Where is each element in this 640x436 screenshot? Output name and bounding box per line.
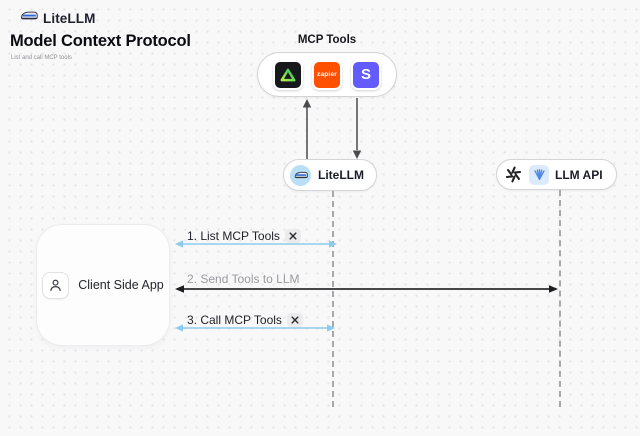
zapier-icon: zapier — [312, 59, 342, 90]
mcp-tools-label: MCP Tools — [297, 34, 357, 46]
llm-api-lifeline — [559, 190, 561, 407]
stripe-icon: S — [351, 59, 381, 90]
litellm-lifeline — [332, 191, 334, 407]
page-subtitle: List and call MCP tools — [11, 55, 72, 61]
person-icon — [42, 271, 70, 299]
mcp-tools-node: zapier S — [257, 52, 397, 97]
page-title: Model Context Protocol — [10, 32, 191, 50]
tools-icon — [286, 313, 303, 327]
openai-icon — [504, 165, 523, 184]
arrow-up-to-mcp — [302, 99, 312, 159]
triangle-app-icon — [273, 59, 303, 90]
stripe-letter: S — [360, 66, 371, 83]
message-2-arrow — [175, 285, 558, 293]
tools-icon — [284, 229, 301, 243]
message-2-label: 2. Send Tools to LLM — [187, 272, 300, 286]
arrow-down-to-litellm — [352, 98, 362, 159]
message-3-arrow — [175, 324, 335, 332]
brand: LiteLLM — [20, 9, 95, 27]
message-1-arrow — [175, 240, 337, 248]
litellm-train-icon — [290, 164, 311, 186]
message-3-text: 3. Call MCP Tools — [187, 313, 282, 327]
client-side-app-node: Client Side App — [36, 224, 170, 346]
llm-api-node-label: LLM API — [555, 167, 603, 182]
message-3-label: 3. Call MCP Tools — [187, 313, 303, 327]
message-1-label: 1. List MCP Tools — [187, 229, 301, 243]
litellm-node-label: LiteLLM — [318, 168, 364, 182]
client-side-app-label: Client Side App — [78, 278, 164, 292]
llm-provider-icon — [529, 164, 549, 185]
zapier-wordmark: zapier — [317, 71, 337, 78]
message-1-text: 1. List MCP Tools — [187, 229, 280, 243]
brand-label: LiteLLM — [43, 10, 96, 26]
llm-api-node: LLM API — [496, 159, 617, 190]
litellm-train-icon — [20, 9, 38, 27]
litellm-node: LiteLLM — [283, 159, 377, 191]
message-2-text: 2. Send Tools to LLM — [187, 272, 300, 286]
